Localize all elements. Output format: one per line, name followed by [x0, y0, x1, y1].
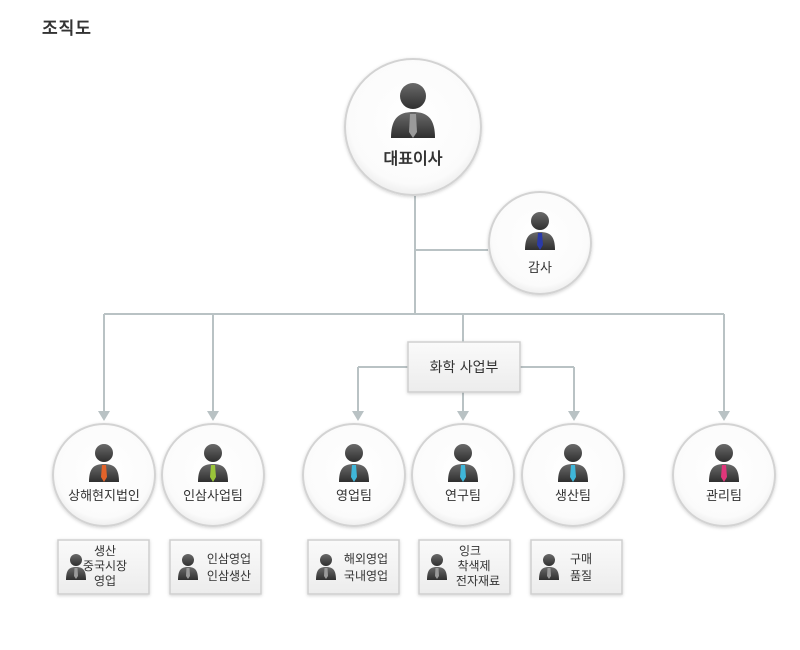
node-ceo: 대표이사 [344, 58, 482, 196]
team-label-management: 관리팀 [706, 489, 742, 504]
node-auditor: 감사 [488, 191, 592, 295]
subbox-sales: 해외영업 국내영업 [307, 539, 400, 595]
arrow-down-icon [98, 411, 110, 421]
subbox-research: 잉크 착색제 전자재료 [418, 539, 511, 595]
node-team-sales: 영업팀 [302, 423, 406, 527]
subbox-line: 인삼영업 [207, 552, 251, 566]
subbox-line: 생산 [94, 544, 116, 558]
node-team-production: 생산팀 [521, 423, 625, 527]
person-icon [525, 212, 555, 250]
person-icon [198, 444, 228, 482]
tie-ceo [409, 114, 417, 138]
person-icon [66, 554, 86, 580]
node-team-management: 관리팀 [672, 423, 776, 527]
person-icon [316, 554, 336, 580]
page-title: 조직도 [42, 19, 92, 39]
subbox-line: 전자재료 [456, 574, 500, 588]
arrow-down-icon [207, 411, 219, 421]
person-icon [539, 554, 559, 580]
subbox-line: 국내영업 [344, 569, 388, 583]
subbox-line: 영업 [94, 574, 116, 588]
person-icon [391, 83, 435, 138]
person-icon [89, 444, 119, 482]
arrow-down-icon [568, 411, 580, 421]
auditor-label: 감사 [528, 261, 552, 276]
person-icon [709, 444, 739, 482]
ceo-label: 대표이사 [384, 149, 443, 168]
subbox-line: 잉크 [459, 544, 481, 558]
team-label-production: 생산팀 [555, 489, 591, 504]
subbox-line: 구매 [570, 552, 592, 566]
subbox-production: 구매 품질 [530, 539, 623, 595]
team-label-research: 연구팀 [445, 489, 481, 504]
arrow-down-icon [718, 411, 730, 421]
team-label-ginseng: 인삼사업팀 [183, 489, 243, 504]
node-team-shanghai: 상해현지법인 [52, 423, 156, 527]
subbox-line: 품질 [570, 569, 592, 583]
person-icon [339, 444, 369, 482]
person-icon [427, 554, 447, 580]
subbox-line: 해외영업 [344, 552, 388, 566]
team-label-sales: 영업팀 [336, 489, 372, 504]
arrow-down-icon [457, 411, 469, 421]
person-icon [178, 554, 198, 580]
node-team-research: 연구팀 [411, 423, 515, 527]
node-team-ginseng: 인삼사업팀 [161, 423, 265, 527]
person-icon [558, 444, 588, 482]
team-label-shanghai: 상해현지법인 [68, 489, 140, 504]
subbox-line: 착색제 [457, 559, 490, 573]
connectors [103, 196, 725, 412]
subbox-line: 중국시장 [83, 559, 127, 573]
subbox-line: 인삼생산 [207, 569, 251, 583]
subbox-ginseng: 인삼영업 인삼생산 [169, 539, 262, 595]
node-division: 화학 사업부 [407, 341, 521, 393]
person-icon [448, 444, 478, 482]
arrowheads [98, 411, 730, 421]
arrow-down-icon [352, 411, 364, 421]
subbox-shanghai: 생산 중국시장 영업 [57, 539, 150, 595]
division-label: 화학 사업부 [430, 360, 499, 376]
